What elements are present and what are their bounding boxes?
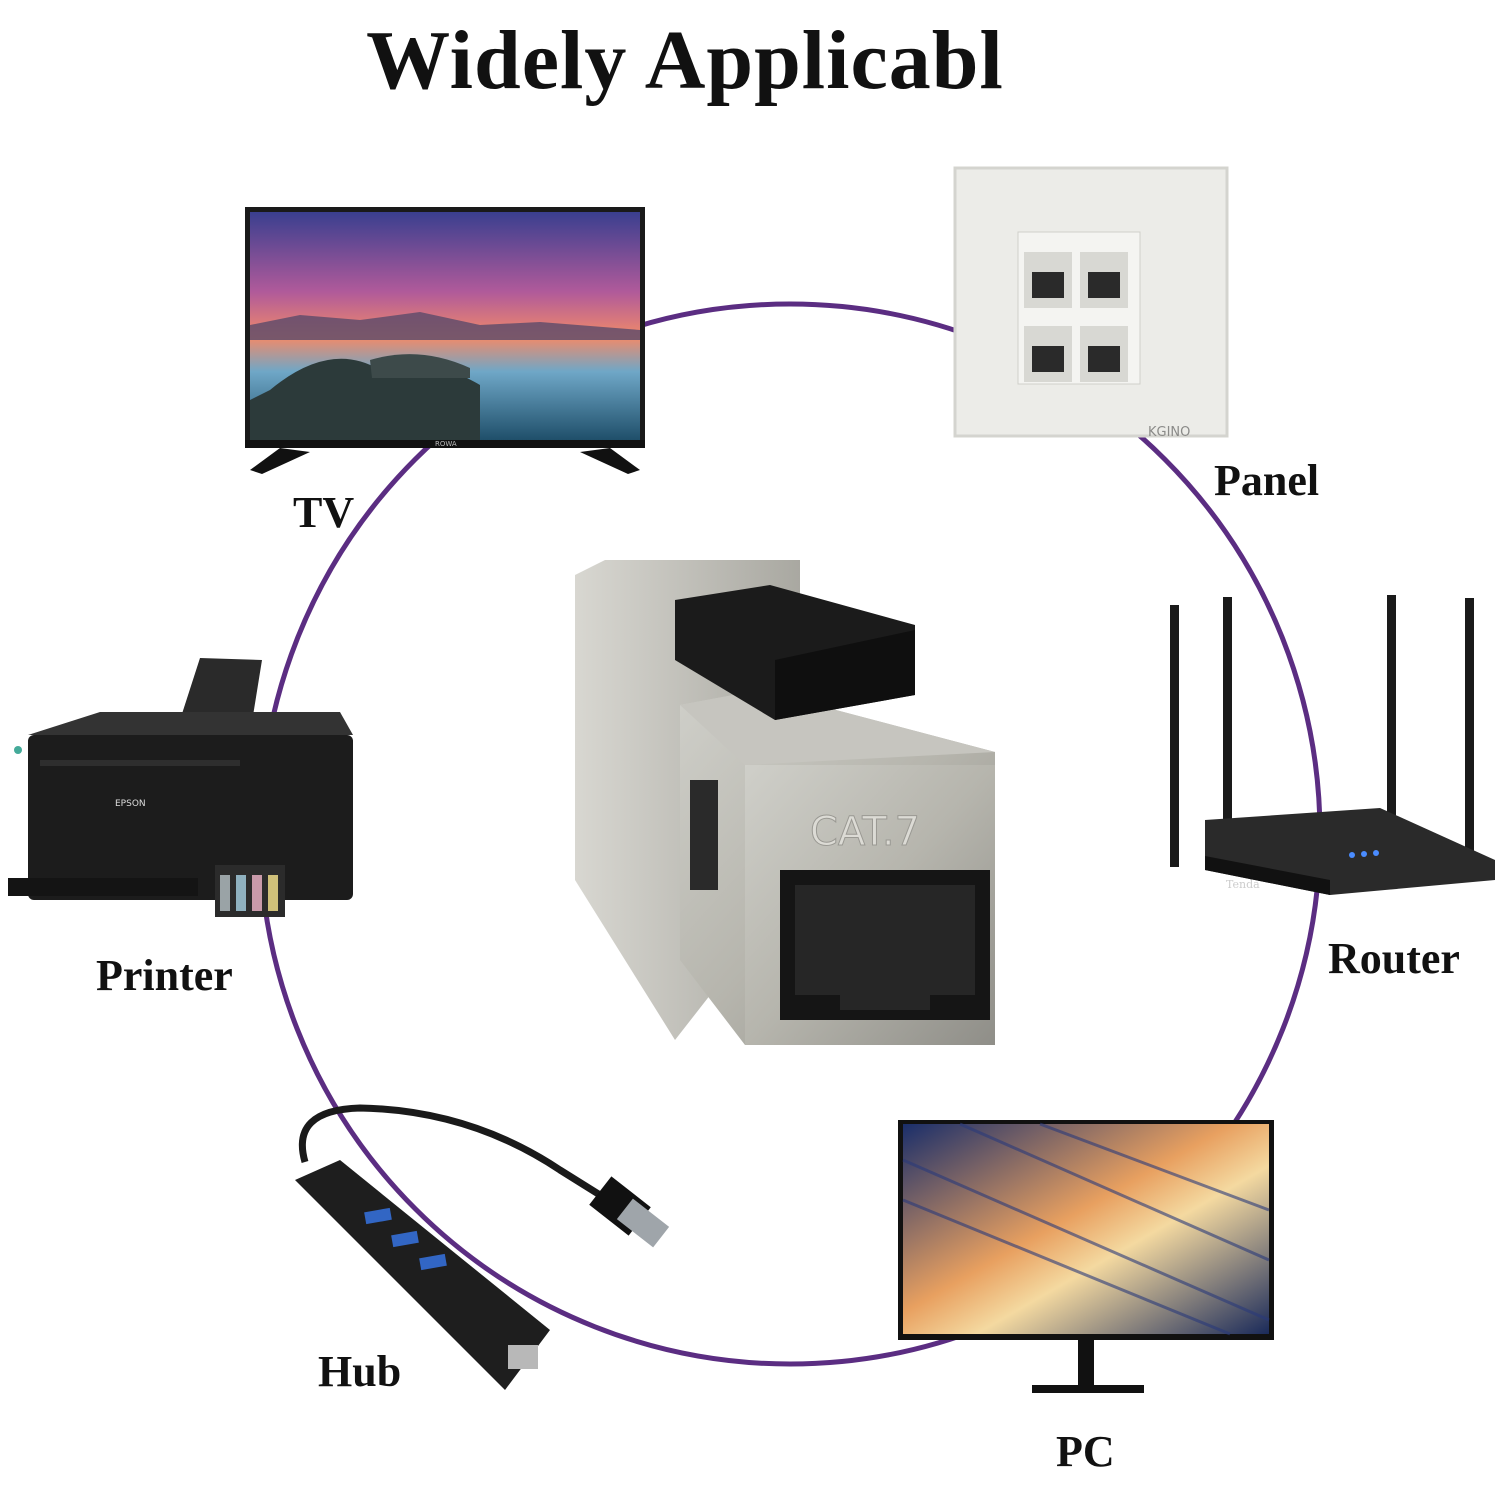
label-printer: Printer: [96, 951, 233, 1000]
label-router: Router: [1328, 934, 1460, 983]
router-brand: Tenda: [1226, 878, 1260, 891]
printer-icon: EPSON: [8, 658, 353, 917]
panel-brand: KGINO: [1148, 425, 1190, 440]
page-title: Widely Applicabl: [366, 14, 1004, 107]
wall-panel-icon: KGINO: [953, 166, 1229, 440]
printer-brand: EPSON: [115, 799, 146, 809]
tv-brand: ROWA: [435, 440, 457, 448]
label-panel: Panel: [1214, 456, 1320, 505]
tv-icon: ROWA: [245, 207, 645, 474]
label-tv: TV: [293, 488, 355, 537]
monitor-icon: [898, 1120, 1274, 1393]
keystone-coupler-icon: CAT.7: [575, 560, 995, 1045]
label-hub: Hub: [318, 1347, 402, 1396]
label-pc: PC: [1056, 1427, 1115, 1476]
router-icon: Tenda: [1170, 595, 1495, 895]
usb-hub-icon: [295, 1104, 670, 1390]
coupler-marking: CAT.7: [810, 809, 920, 855]
